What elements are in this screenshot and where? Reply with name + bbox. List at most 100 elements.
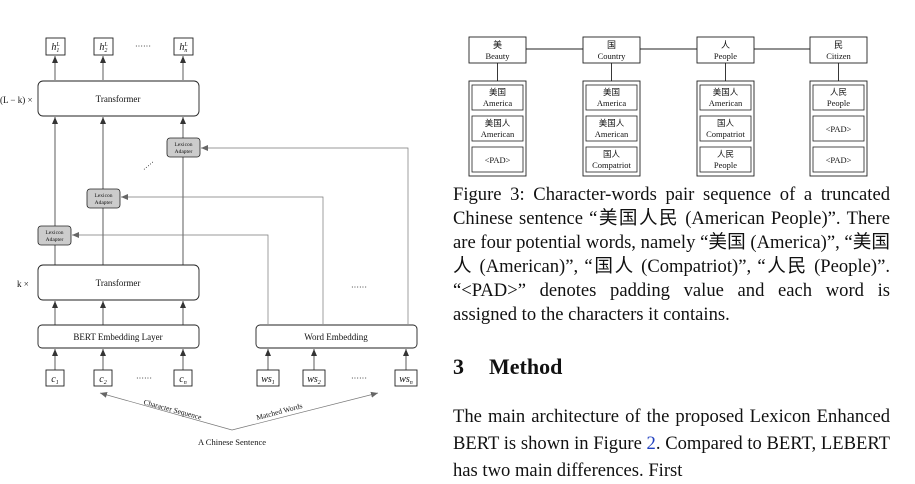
top-multiplier: (L − k) ×	[0, 95, 33, 105]
section-heading: 3 Method	[453, 354, 562, 380]
svg-text:c1: c1	[51, 374, 58, 386]
char-en: Beauty	[485, 51, 510, 61]
svg-text:Adapter: Adapter	[175, 149, 193, 155]
svg-text:ws2: ws2	[307, 374, 321, 386]
section-title: Method	[489, 354, 563, 379]
label-matched-words: Matched Words	[255, 401, 303, 422]
input-ws1: ws1	[256, 369, 280, 387]
word-en: People	[714, 160, 737, 170]
lexicon-adapter-2: Lexicon Adapter	[86, 188, 121, 209]
char-zh: 美	[493, 39, 502, 50]
label-character-sequence: Character Sequence	[143, 398, 204, 422]
bert-embedding-label: BERT Embedding Layer	[73, 332, 162, 342]
char-zh: 国	[607, 40, 616, 50]
char-ellipsis: ······	[136, 374, 152, 383]
word-cell	[812, 146, 865, 173]
adapter-ellipsis: ·····	[141, 158, 157, 173]
svg-text:hnL: hnL	[179, 42, 188, 54]
char-box	[468, 36, 527, 64]
body-paragraph: The main architecture of the proposed Le…	[453, 403, 890, 484]
word-pad: <PAD>	[826, 155, 852, 165]
word-cell	[812, 84, 865, 111]
bert-embedding-box	[37, 324, 200, 349]
word-en: American	[709, 98, 743, 108]
svg-text:Lexicon: Lexicon	[174, 142, 192, 148]
section-number: 3	[453, 354, 464, 379]
svg-text:Adapter: Adapter	[46, 237, 64, 243]
word-zh: 人民	[830, 87, 847, 97]
output-ellipsis: ······	[135, 42, 151, 51]
bottom-multiplier: k ×	[17, 279, 29, 289]
svg-text:wsn: wsn	[399, 374, 413, 386]
word-cell	[699, 84, 752, 111]
char-box	[809, 36, 868, 64]
output-h2: h2L	[93, 37, 114, 56]
char-zh: 民	[834, 40, 843, 50]
word-cell	[699, 146, 752, 173]
word-cell	[471, 84, 524, 111]
word-en: American	[481, 129, 515, 139]
word-zh: 国人	[603, 149, 621, 159]
input-c2: c2	[93, 369, 113, 387]
word-zh: 美国人	[599, 118, 625, 128]
svg-text:cn: cn	[179, 374, 186, 386]
word-cell	[471, 115, 524, 142]
word-cell	[585, 84, 638, 111]
char-zh: 人	[721, 40, 730, 50]
word-pad: <PAD>	[826, 124, 852, 134]
word-zh: 美国	[489, 87, 506, 97]
word-zh: 国人	[717, 118, 735, 128]
word-zh: 美国	[603, 87, 620, 97]
figure-diagram: h1L h2L ······ hnL (L − k) × Transformer…	[0, 36, 868, 447]
word-pad: <PAD>	[485, 155, 511, 165]
transformer-top-label: Transformer	[96, 94, 141, 104]
input-c1: c1	[45, 369, 65, 387]
lexicon-adapter-1: Lexicon Adapter	[37, 225, 72, 246]
word-en: Compatriot	[592, 160, 631, 170]
transformer-top-box	[37, 80, 200, 117]
svg-text:ws1: ws1	[261, 374, 275, 386]
output-h1: h1L	[45, 37, 66, 56]
word-cell	[585, 115, 638, 142]
input-ws2: ws2	[302, 369, 326, 387]
lexicon-adapter-3: Lexicon Adapter	[166, 137, 201, 158]
svg-text:c2: c2	[99, 374, 106, 386]
input-cn: cn	[173, 369, 193, 387]
word-cell	[471, 146, 524, 173]
word-en: America	[483, 98, 512, 108]
word-en: American	[595, 129, 629, 139]
figure-3-caption: Figure 3: Character-words pair sequence …	[453, 184, 890, 325]
word-embedding-box	[255, 324, 418, 349]
svg-text:h1L: h1L	[51, 42, 60, 54]
word-zh: 美国人	[485, 118, 511, 128]
architecture-figure: h1L h2L ······ hnL (L − k) × Transformer…	[0, 37, 418, 447]
word-zh: 美国人	[713, 87, 739, 97]
transformer-bottom-label: Transformer	[96, 278, 141, 288]
word-en: People	[827, 98, 850, 108]
label-sentence: A Chinese Sentence	[198, 437, 266, 447]
svg-text:h2L: h2L	[99, 42, 108, 54]
word-en: America	[597, 98, 626, 108]
input-wsn: wsn	[394, 369, 418, 387]
svg-text:Lexicon: Lexicon	[45, 230, 63, 236]
char-box	[696, 36, 755, 64]
word-cell	[585, 146, 638, 173]
figure-ref-link[interactable]: 2	[646, 433, 656, 454]
char-en: Citizen	[826, 51, 851, 61]
output-hn: hnL	[173, 37, 194, 56]
char-en: People	[714, 51, 737, 61]
body-text-start: The main architecture of the proposed Le…	[453, 406, 890, 454]
word-zh: 人民	[717, 149, 734, 159]
word-cell	[812, 115, 865, 142]
right-ellipsis: ······	[351, 283, 367, 292]
svg-text:Adapter: Adapter	[95, 200, 113, 206]
word-embedding-label: Word Embedding	[304, 332, 368, 342]
word-cell	[699, 115, 752, 142]
word-ellipsis: ······	[351, 374, 367, 383]
pair-figure: 美Beauty美国America美国人American<PAD>国Country…	[468, 36, 868, 177]
word-en: Compatriot	[706, 129, 745, 139]
